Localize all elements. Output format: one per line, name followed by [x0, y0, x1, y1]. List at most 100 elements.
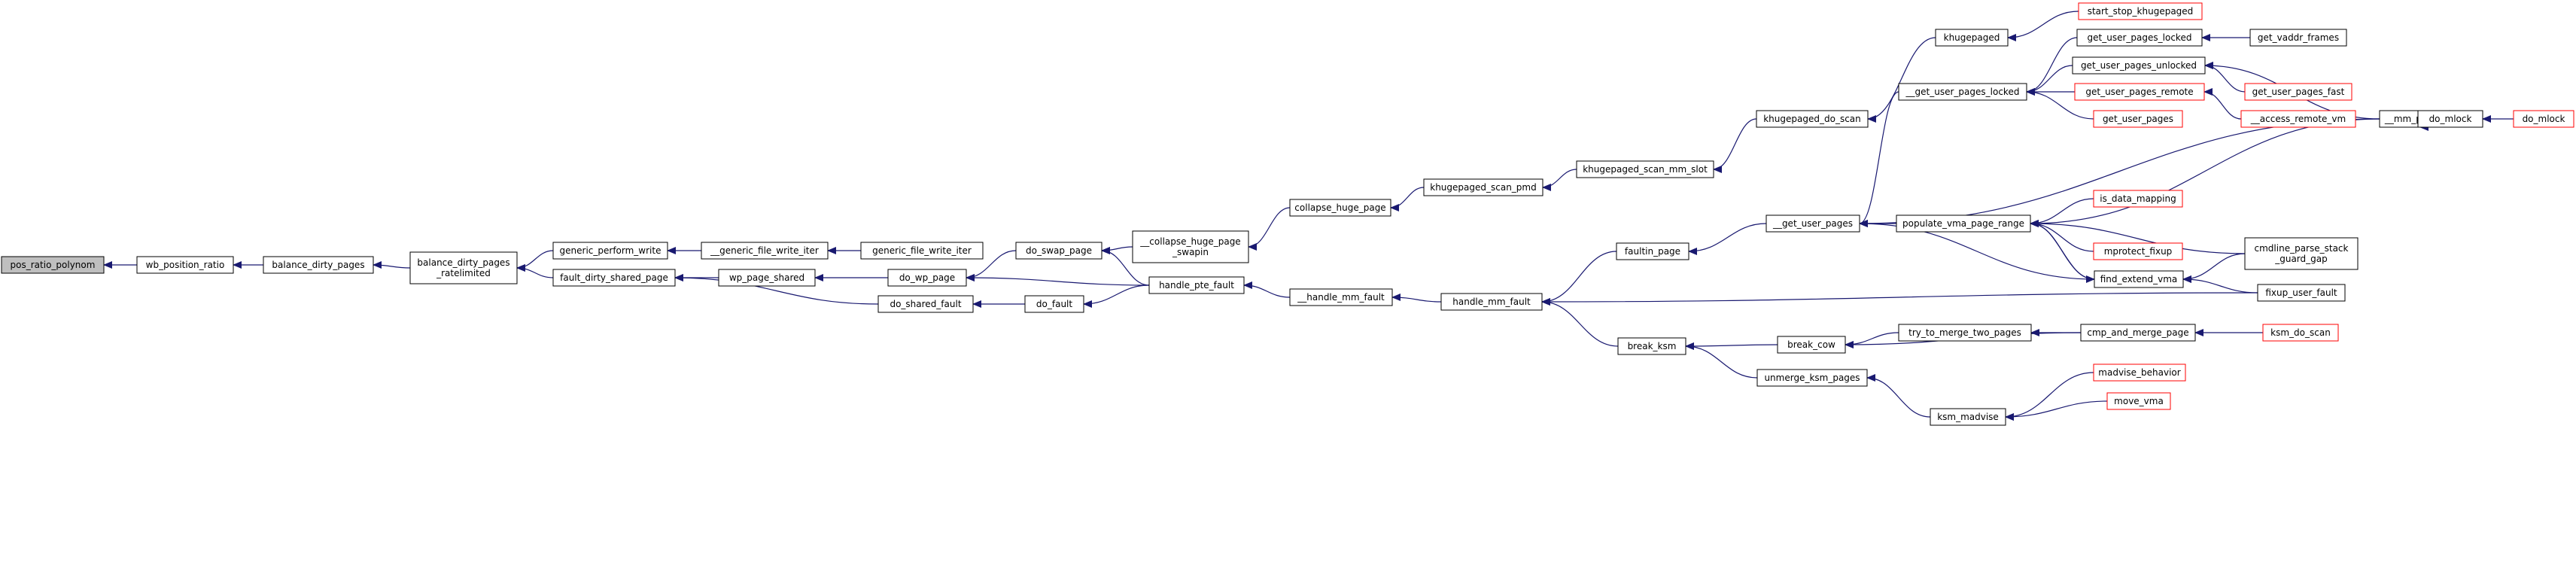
node-do-mlock-external[interactable]: do_mlock [2513, 110, 2574, 128]
node-box [2074, 83, 2205, 101]
node-access-remote-vm[interactable]: __access_remote_vm [2240, 110, 2356, 128]
node-khugepaged-scan-pmd[interactable]: khugepaged_scan_pmd [1423, 178, 1543, 196]
edge-path [516, 264, 554, 278]
node-get-vaddr-frames[interactable]: get_vaddr_frames [2249, 29, 2347, 47]
node-cmdline-parse-stack-guard-gap[interactable]: cmdline_parse_stack_guard_gap [2244, 237, 2359, 270]
node-start-stop-khugepaged[interactable]: start_stop_khugepaged [2078, 2, 2203, 20]
node-mprotect-fixup[interactable]: mprotect_fixup [2093, 242, 2183, 260]
node-box [2244, 237, 2359, 270]
node-collapse-huge-page[interactable]: collapse_huge_page [1289, 199, 1391, 217]
node-get-user-pages-unlocked[interactable]: get_user_pages_unlocked [2072, 56, 2206, 75]
node-box [1616, 242, 1689, 260]
edge-path [2026, 88, 2094, 120]
node-break-cow[interactable]: break_cow [1777, 336, 1846, 354]
node-box [1898, 324, 2032, 342]
node-box [2257, 284, 2346, 302]
node-faultin-page[interactable]: faultin_page [1616, 242, 1689, 260]
node-label: khugepaged_scan_pmd [1430, 182, 1536, 193]
node-try-to-merge-two-pages[interactable]: try_to_merge_two_pages [1898, 324, 2032, 342]
node-get-user-pages[interactable]: get_user_pages [2093, 110, 2183, 128]
node-do-mlock[interactable]: do_mlock [2417, 110, 2483, 128]
node-get-user-pages-remote[interactable]: get_user_pages_remote [2074, 83, 2205, 101]
node-label: do_mlock [2429, 114, 2472, 124]
edge-do-swap-page-to-do-wp-page [966, 250, 1017, 281]
node-box [2093, 242, 2183, 260]
node-label: move_vma [2114, 396, 2164, 406]
node-label: cmp_and_merge_page [2087, 327, 2188, 338]
node-populate-vma-page-range[interactable]: populate_vma_page_range [1896, 214, 2031, 233]
node-label: fixup_user_fault [2265, 287, 2337, 298]
node-label: do_swap_page [1026, 245, 1092, 256]
node-box [263, 256, 374, 274]
node-box [2249, 29, 2347, 47]
node-get-user-pages[interactable]: __get_user_pages [1765, 214, 1860, 233]
node-label: find_extend_vma [2100, 274, 2178, 284]
node-label: __access_remote_vm [2250, 114, 2346, 124]
node-layer: pos_ratio_polynom wb_position_ratio balanc… [1, 2, 2574, 426]
node-generic-file-write-iter[interactable]: generic_file_write_iter [860, 242, 984, 260]
node-break-ksm[interactable]: break_ksm [1617, 337, 1686, 355]
node-fixup-user-fault[interactable]: fixup_user_fault [2257, 284, 2346, 302]
node-generic-perform-write[interactable]: generic_perform_write [552, 242, 668, 260]
node-unmerge-ksm-pages[interactable]: unmerge_ksm_pages [1756, 369, 1868, 387]
node-do-swap-page[interactable]: do_swap_page [1015, 242, 1102, 260]
node-find-extend-vma[interactable]: find_extend_vma [2094, 270, 2184, 288]
node-get-user-pages-locked[interactable]: __get_user_pages_locked [1898, 83, 2027, 101]
node-khugepaged-scan-mm-slot[interactable]: khugepaged_scan_mm_slot [1576, 160, 1714, 178]
node-balance-dirty-pages-ratelimited[interactable]: balance_dirty_pages_ratelimited [409, 251, 518, 284]
edge-path [1541, 251, 1617, 306]
node-move-vma[interactable]: move_vma [2106, 392, 2171, 410]
node-box [1896, 214, 2031, 233]
node-box [1423, 178, 1543, 196]
node-do-wp-page[interactable]: do_wp_page [887, 269, 967, 287]
node-label: cmdline_parse_stack [2255, 243, 2349, 254]
node-madvise-behavior[interactable]: madvise_behavior [2093, 364, 2186, 382]
node-wb-position-ratio[interactable]: wb_position_ratio [136, 256, 234, 274]
edge-do-shared-fault-to-fault-dirty-shared-page [674, 274, 879, 305]
node-handle-mm-fault[interactable]: handle_mm_fault [1440, 293, 1543, 311]
node-box [1576, 160, 1714, 178]
node-box [2093, 110, 2183, 128]
node-handle-pte-fault[interactable]: handle_pte_fault [1148, 276, 1245, 294]
node-box [1898, 83, 2027, 101]
edge-get-user-pages-to-get-user-pages-locked [2026, 88, 2094, 120]
node-label: collapse_huge_page [1294, 202, 1385, 213]
node-box [1024, 295, 1084, 313]
node-label: khugepaged [1944, 32, 2000, 43]
node-box [1765, 214, 1860, 233]
node-label: do_fault [1036, 299, 1072, 309]
node-is-data-mapping[interactable]: is_data_mapping [2093, 190, 2183, 208]
node-wp-page-shared[interactable]: wp_page_shared [718, 269, 816, 287]
node-do-fault[interactable]: do_fault [1024, 295, 1084, 313]
node-khugepaged[interactable]: khugepaged [1935, 29, 2009, 47]
node-balance-dirty-pages[interactable]: balance_dirty_pages [263, 256, 374, 274]
node-handle-mm-fault[interactable]: __handle_mm_fault [1289, 288, 1393, 306]
edge-get-user-pages-to-faultin-page [1688, 223, 1767, 255]
node-label: generic_perform_write [560, 245, 661, 256]
node-label: do_wp_page [899, 272, 955, 283]
node-box [1440, 293, 1543, 311]
node-label: __get_user_pages_locked [1905, 87, 2020, 97]
node-ksm-madvise[interactable]: ksm_madvise [1930, 408, 2006, 426]
node-generic-file-write-iter[interactable]: __generic_file_write_iter [701, 242, 829, 260]
edge-path [2007, 11, 2079, 41]
node-do-shared-fault[interactable]: do_shared_fault [877, 295, 974, 313]
node-cmp-and-merge-page[interactable]: cmp_and_merge_page [2080, 324, 2196, 342]
edge-mm-populate-to-populate-vma-page-range [2030, 118, 2380, 227]
node-fault-dirty-shared-page[interactable]: fault_dirty_shared_page [552, 269, 676, 287]
node-box [1777, 336, 1846, 354]
edge-path [2030, 223, 2095, 283]
node-collapse-huge-page-swapin[interactable]: __collapse_huge_page_swapin [1132, 230, 1249, 263]
node-khugepaged-do-scan[interactable]: khugepaged_do_scan [1756, 110, 1869, 128]
edge-khugepaged-scan-mm-slot-to-khugepaged-scan-pmd [1542, 169, 1577, 191]
node-ksm-do-scan[interactable]: ksm_do_scan [2262, 324, 2339, 342]
node-pos-ratio-polynom[interactable]: pos_ratio_polynom [1, 256, 105, 274]
node-box [2093, 364, 2186, 382]
node-box [2080, 324, 2196, 342]
node-box [1289, 199, 1391, 217]
node-box [860, 242, 984, 260]
node-get-user-pages-fast[interactable]: get_user_pages_fast [2244, 83, 2352, 101]
node-get-user-pages-locked[interactable]: get_user_pages_locked [2076, 29, 2203, 47]
edge-path [1845, 332, 1899, 348]
edge-unmerge-ksm-pages-to-break-ksm [1685, 342, 1758, 379]
